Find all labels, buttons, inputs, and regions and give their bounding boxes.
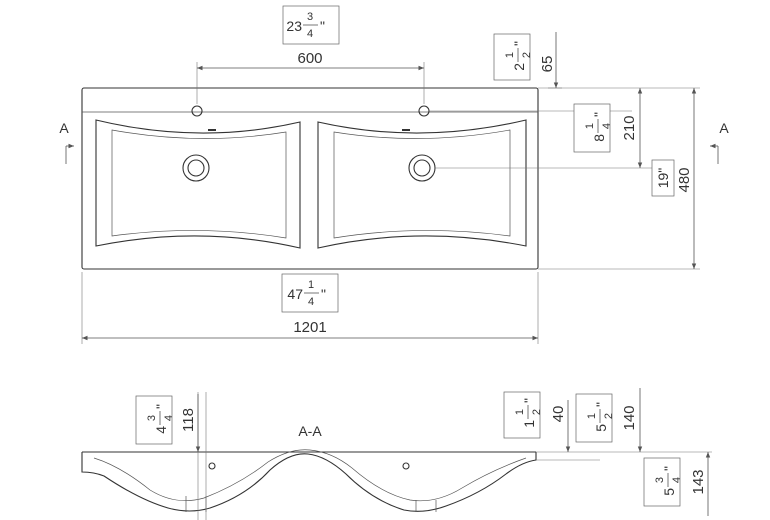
- left-bowl-inner: [111, 129, 287, 239]
- dim-600-mm: 600: [297, 50, 322, 67]
- basin-outline: [81, 87, 539, 270]
- dim-480-in: 19": [655, 168, 671, 189]
- dim-140-in-whole: 5: [593, 424, 609, 432]
- dim-210-in-den: 4: [601, 123, 613, 129]
- drain-left: [182, 154, 210, 182]
- dim-1201-in-whole: 47: [287, 286, 303, 302]
- dim-65-mm: 65: [539, 56, 556, 73]
- right-bowl-inner: [333, 129, 511, 239]
- dim-210-mm: 210: [621, 115, 638, 140]
- dim-65-in-num: 1: [504, 52, 516, 58]
- dim-210-in-mark: ": [591, 112, 607, 117]
- dim-1201-in-den: 4: [308, 296, 314, 308]
- dim-118-in-whole: 4: [153, 426, 169, 434]
- dim-118-in-mark: ": [153, 404, 169, 409]
- drain-right-inner: [413, 159, 431, 177]
- dim-600-in-den: 4: [307, 28, 313, 40]
- dim-40-in-mark: ": [521, 398, 537, 403]
- drain-left-inner: [187, 159, 205, 177]
- dim-600-in-mark: ": [320, 18, 325, 34]
- dim-140-in-mark: ": [593, 402, 609, 407]
- dim-65-in-den: 2: [521, 52, 533, 58]
- section-marker-right: A: [719, 120, 729, 136]
- dim-1201-in-mark: ": [321, 286, 326, 302]
- right-bowl: [317, 119, 527, 249]
- dim-140-in-den: 2: [603, 413, 615, 419]
- dim-210-in-num: 1: [584, 123, 596, 129]
- dim-143-in-den: 4: [671, 477, 683, 483]
- section-marker-left: A: [59, 120, 69, 136]
- section-profile: [81, 452, 537, 512]
- dim-140-mm: 140: [621, 405, 638, 430]
- dim-480-mm: 480: [676, 167, 693, 192]
- dim-210-in-whole: 8: [591, 134, 607, 142]
- dim-600-in-num: 3: [307, 11, 313, 23]
- dim-40-in-num: 1: [514, 409, 526, 415]
- left-bowl: [95, 119, 301, 249]
- overflow-right: [402, 129, 410, 131]
- section-profile-inner: [93, 449, 527, 502]
- dim-118-in-num: 3: [146, 415, 158, 421]
- section-label: A-A: [298, 423, 322, 439]
- tap-hole-left: [191, 105, 203, 117]
- section-tap-right: [402, 462, 410, 470]
- dim-40-in-whole: 1: [521, 420, 537, 428]
- dim-600-in-whole: 23: [286, 18, 302, 34]
- overflow-left: [208, 129, 216, 131]
- dim-118-in-den: 4: [163, 415, 175, 421]
- dim-1201-mm: 1201: [293, 319, 326, 336]
- section-view: A-A 118 4 3 4 " 40 1: [81, 388, 712, 520]
- dim-140-in-num: 1: [586, 413, 598, 419]
- dim-143-in-num: 3: [654, 477, 666, 483]
- dim-65-in-mark: ": [511, 41, 527, 46]
- drain-right: [408, 154, 436, 182]
- dim-143-in-mark: ": [661, 466, 677, 471]
- dim-40-in-den: 2: [531, 409, 543, 415]
- dim-40-mm: 40: [550, 406, 567, 423]
- dim-65-in-whole: 2: [511, 63, 527, 71]
- dim-1201-in-num: 1: [308, 279, 314, 291]
- top-view: 600 23 3 4 " 1201 47 1 4 " 65 2 1 2 ": [59, 5, 729, 344]
- dim-143-in-whole: 5: [661, 488, 677, 496]
- dim-143-mm: 143: [690, 469, 707, 494]
- tap-hole-right: [418, 105, 430, 117]
- dim-118-mm: 118: [180, 408, 197, 432]
- section-tap-left: [208, 462, 216, 470]
